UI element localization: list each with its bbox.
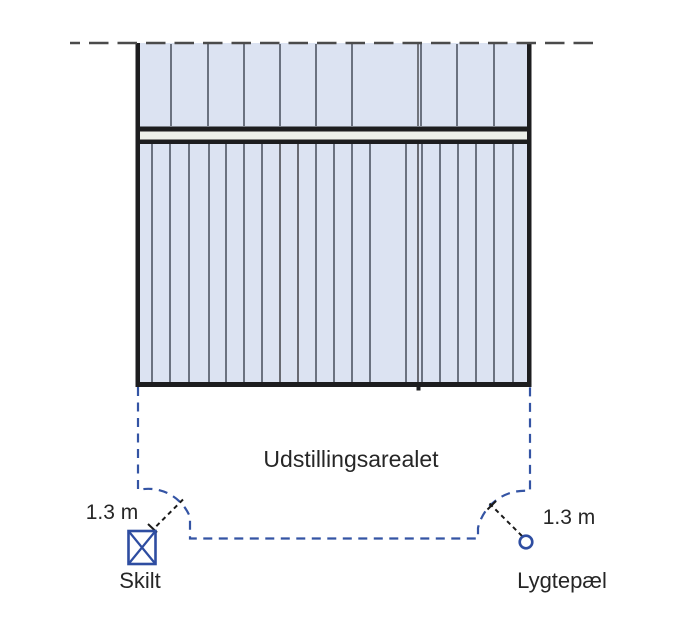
bottom-wall (135, 382, 532, 387)
building-lower-section (151, 144, 514, 382)
building (135, 43, 532, 391)
lamp-radius-line (486, 500, 523, 537)
building-walls (135, 43, 532, 391)
lamp-radius-tick (486, 500, 497, 511)
right-wall (527, 43, 532, 387)
exhibition-area-label: Udstillingsarealet (263, 446, 439, 472)
sign-label: Skilt (119, 568, 161, 593)
building-upper-section (170, 44, 495, 126)
bottom-wall-tick (416, 387, 421, 391)
lamp-distance-label: 1.3 m (542, 506, 596, 529)
lamp-label: Lygtepæl (517, 568, 607, 593)
left-wall (135, 43, 140, 387)
building-divider-band (135, 126, 532, 144)
lamp-post-symbol (518, 534, 534, 550)
sign-symbol (127, 529, 157, 566)
sign-distance-label: 1.3 m (85, 501, 139, 524)
